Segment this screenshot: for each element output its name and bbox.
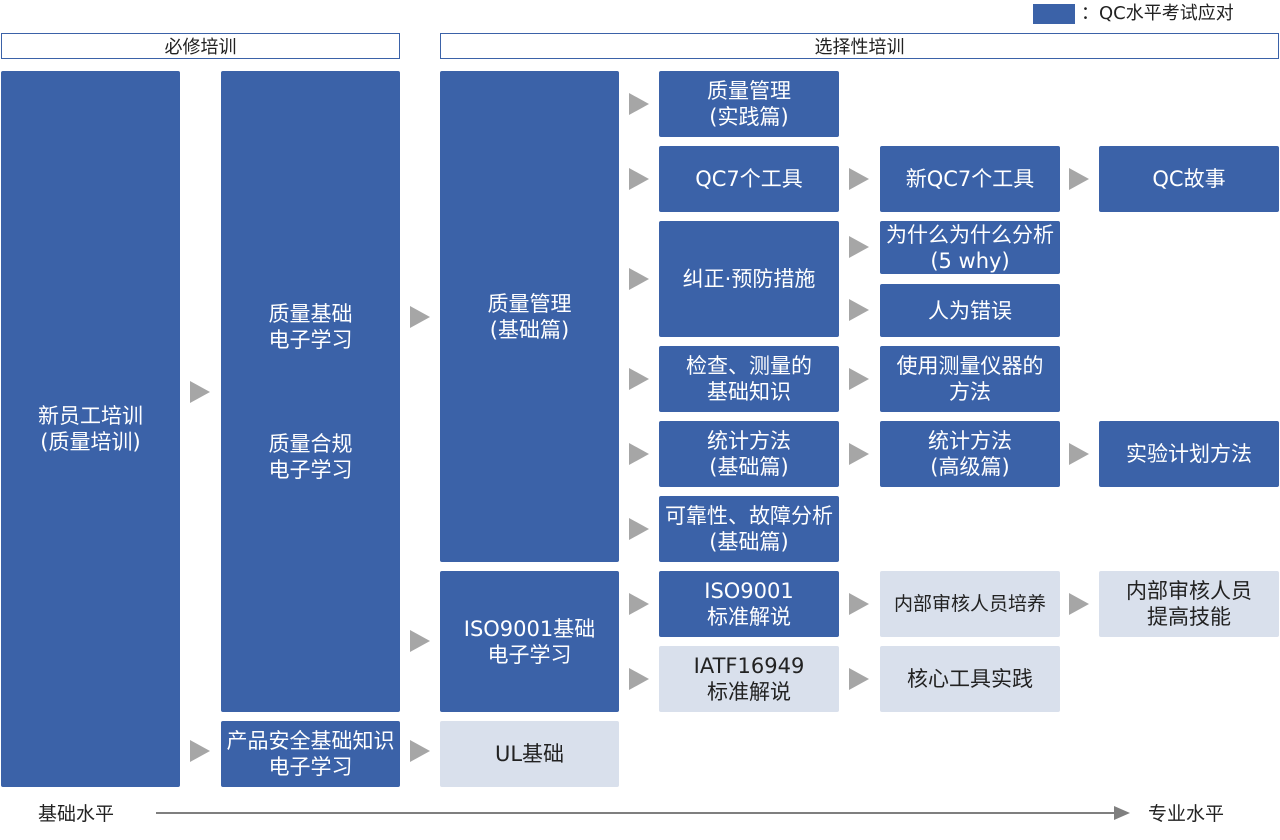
arrow-right-icon <box>849 368 869 390</box>
box-product-safety-elearning: 产品安全基础知识 电子学习 <box>221 721 400 787</box>
arrow-right-icon <box>629 93 649 115</box>
axis-start-label: 基础水平 <box>38 803 115 825</box>
arrow-right-icon <box>629 368 649 390</box>
box-statistics-advanced: 统计方法 (高级篇) <box>880 421 1060 487</box>
box-ul-basics: UL基础 <box>440 721 619 787</box>
axis-line <box>156 812 1116 814</box>
box-quality-compliance-elearning: 质量合规 电子学习 <box>268 431 353 482</box>
box-internal-auditor-training: 内部审核人员培养 <box>880 571 1060 637</box>
axis-arrow-icon <box>1114 806 1130 820</box>
box-measuring-instruments: 使用测量仪器的 方法 <box>880 346 1060 412</box>
arrow-right-icon <box>1069 168 1089 190</box>
box-human-error: 人为错误 <box>880 284 1060 337</box>
arrow-right-icon <box>410 306 430 328</box>
arrow-right-icon <box>1069 593 1089 615</box>
arrow-right-icon <box>629 443 649 465</box>
box-five-why: 为什么为什么分析 (5 why) <box>880 221 1060 274</box>
box-internal-auditor-improvement: 内部审核人员 提高技能 <box>1099 571 1279 637</box>
box-required-elearning: 质量基础 电子学习 质量合规 电子学习 <box>221 71 400 712</box>
box-iso9001-elearning: ISO9001基础 电子学习 <box>440 571 619 712</box>
arrow-right-icon <box>410 740 430 762</box>
box-reliability-basic: 可靠性、故障分析 (基础篇) <box>659 496 839 562</box>
box-qm-practice: 质量管理 (实践篇) <box>659 71 839 137</box>
arrow-right-icon <box>190 740 210 762</box>
box-iso9001-explanation: ISO9001 标准解说 <box>659 571 839 637</box>
arrow-right-icon <box>629 668 649 690</box>
box-qc7-tools: QC7个工具 <box>659 146 839 212</box>
box-new-employee-training: 新员工培训 (质量培训) <box>1 71 180 787</box>
legend-swatch <box>1033 4 1075 24</box>
header-elective: 选择性培训 <box>440 33 1279 59</box>
arrow-right-icon <box>629 593 649 615</box>
arrow-right-icon <box>849 168 869 190</box>
arrow-right-icon <box>629 268 649 290</box>
header-required: 必修培训 <box>1 33 400 59</box>
box-corrective-preventive: 纠正·预防措施 <box>659 221 839 337</box>
axis-end-label: 专业水平 <box>1148 803 1225 825</box>
box-qc-story: QC故事 <box>1099 146 1279 212</box>
box-core-tools-practice: 核心工具实践 <box>880 646 1060 712</box>
arrow-right-icon <box>190 381 210 403</box>
legend-label: ：QC水平考试应对 <box>1081 3 1234 24</box>
box-iatf16949-explanation: IATF16949 标准解说 <box>659 646 839 712</box>
box-qm-basics: 质量管理 (基础篇) <box>440 71 619 562</box>
box-new-qc7-tools: 新QC7个工具 <box>880 146 1060 212</box>
arrow-right-icon <box>849 668 869 690</box>
arrow-right-icon <box>849 236 869 258</box>
arrow-right-icon <box>849 593 869 615</box>
arrow-right-icon <box>629 168 649 190</box>
arrow-right-icon <box>849 443 869 465</box>
box-statistics-basic: 统计方法 (基础篇) <box>659 421 839 487</box>
box-inspection-measurement: 检查、测量的 基础知识 <box>659 346 839 412</box>
box-doe: 实验计划方法 <box>1099 421 1279 487</box>
arrow-right-icon <box>849 299 869 321</box>
box-quality-basics-elearning: 质量基础 电子学习 <box>268 301 353 352</box>
arrow-right-icon <box>410 630 430 652</box>
arrow-right-icon <box>1069 443 1089 465</box>
arrow-right-icon <box>629 518 649 540</box>
